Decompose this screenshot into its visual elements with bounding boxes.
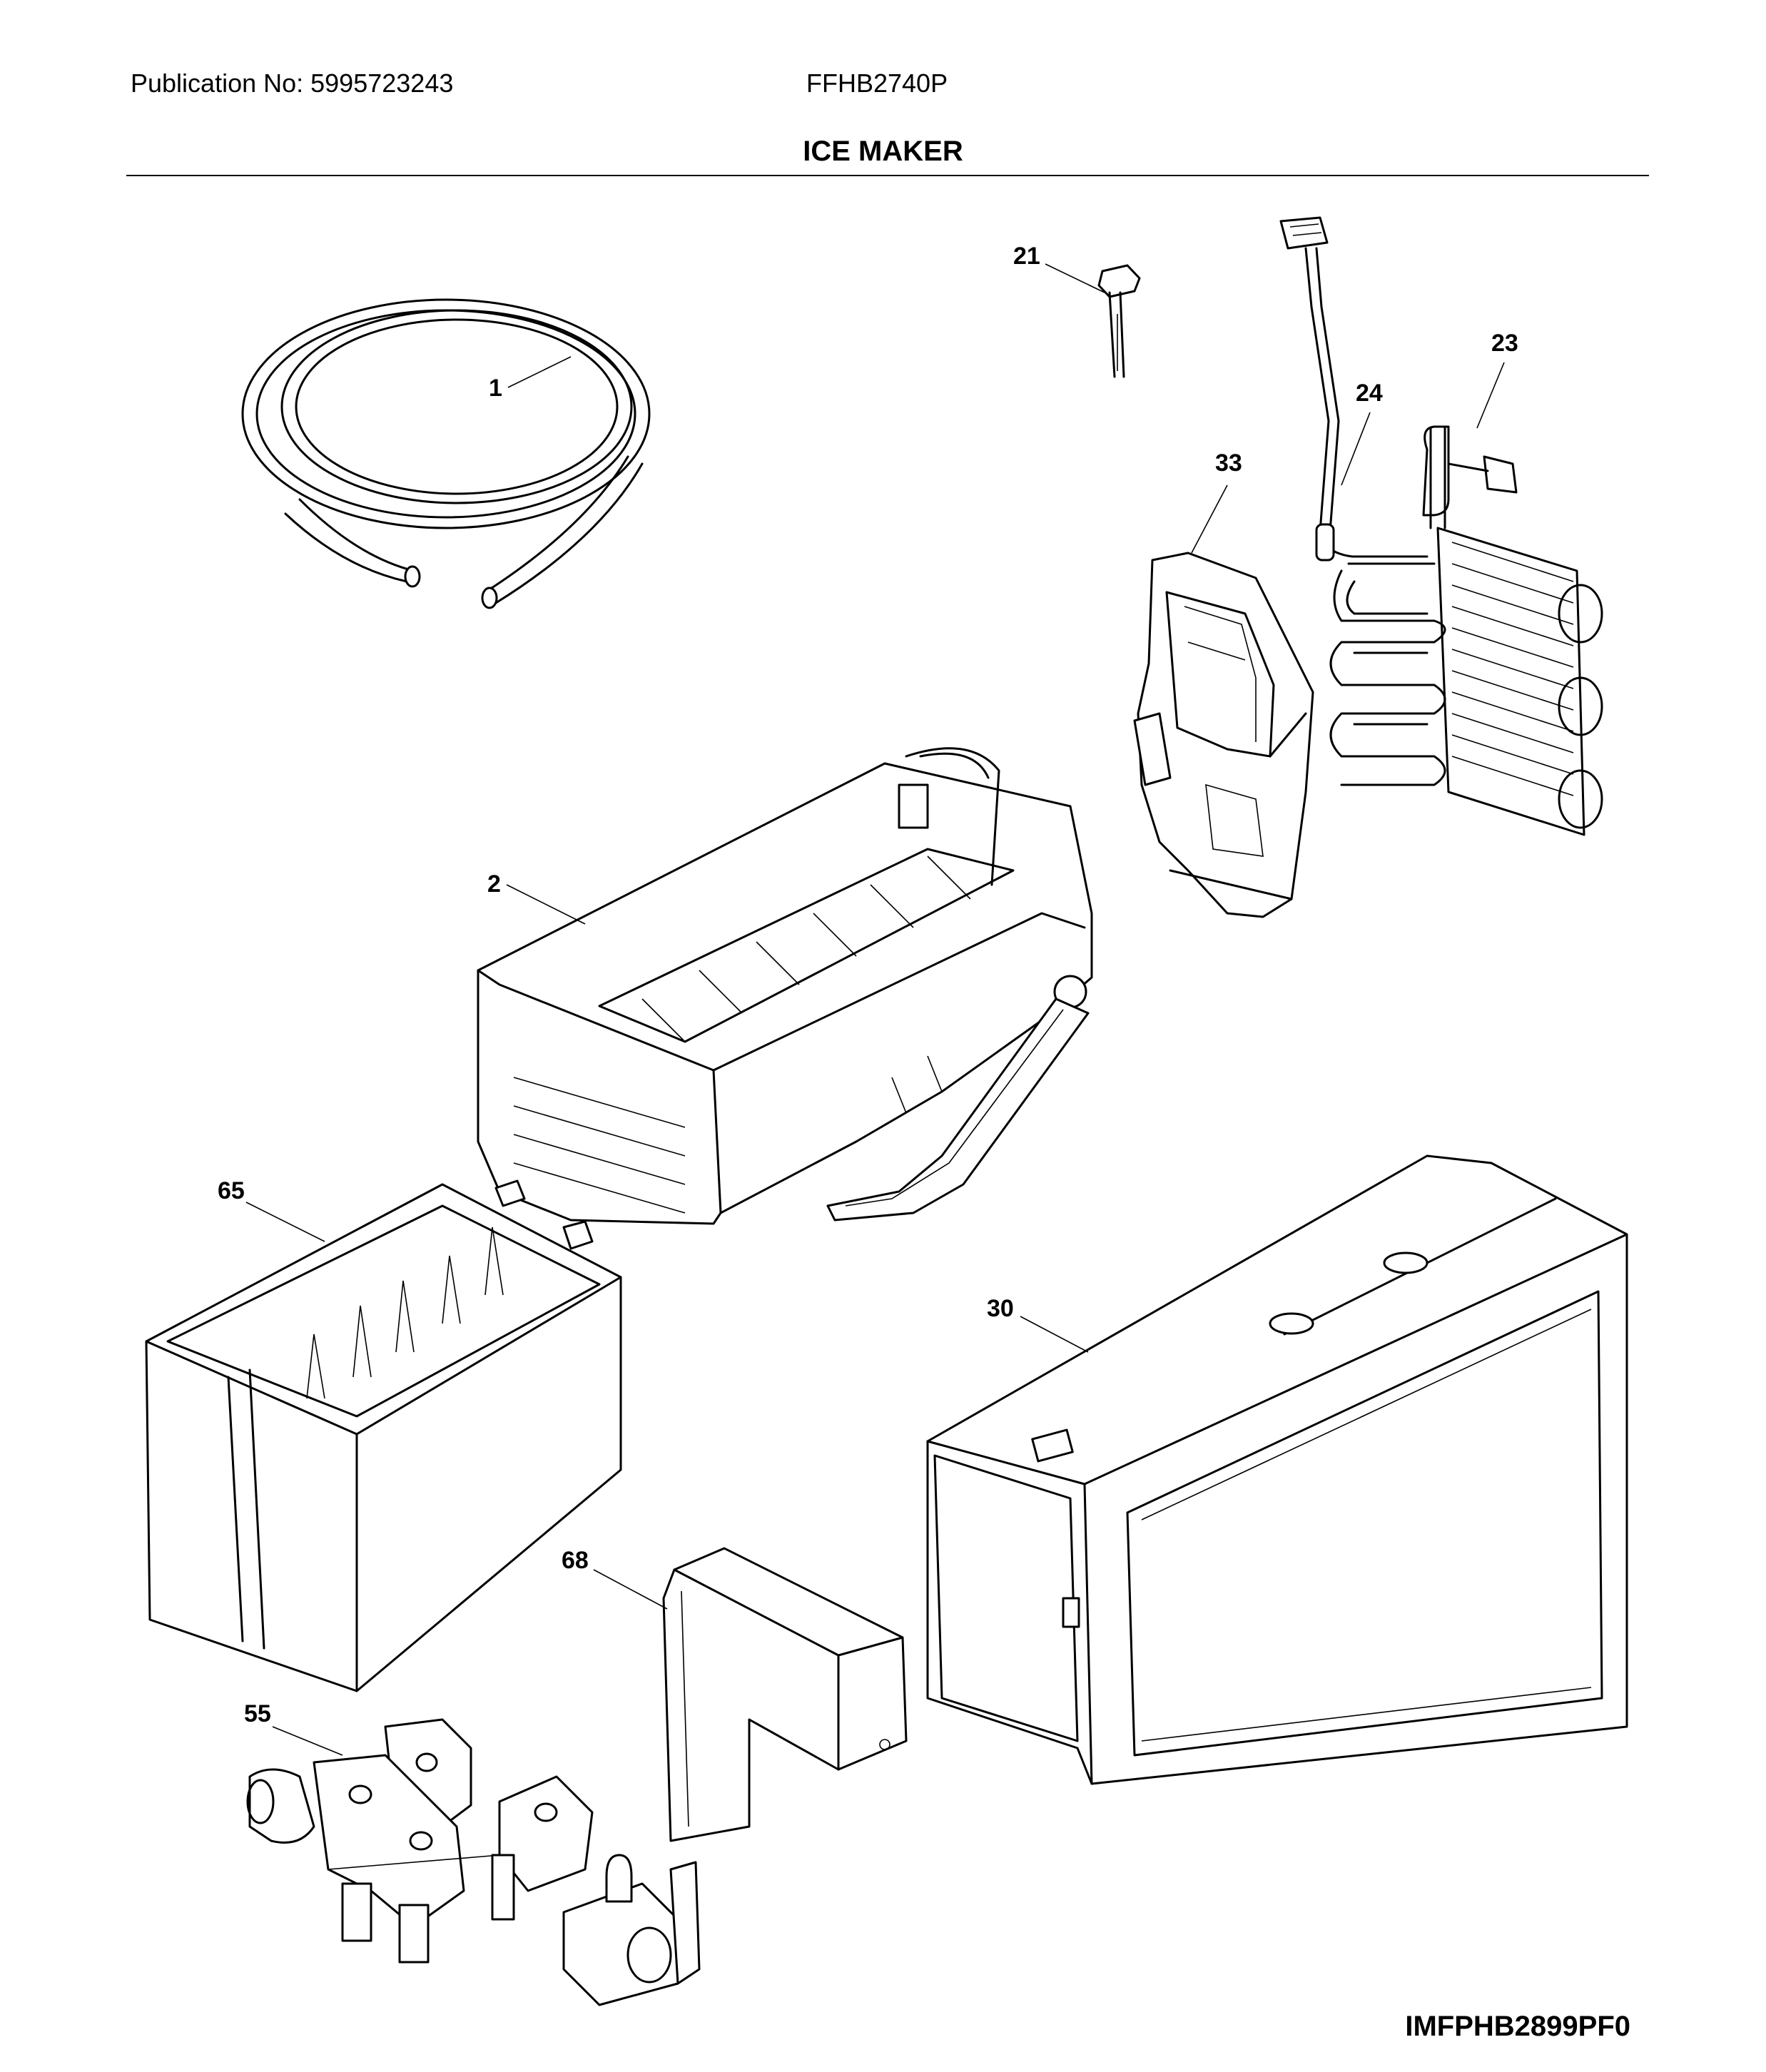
model-number: FFHB2740P — [806, 68, 948, 98]
publication-number: Publication No: 5995723243 — [131, 68, 454, 98]
part-33-bracket — [1133, 552, 1314, 918]
callout-21: 21 — [1013, 243, 1040, 270]
part-21-connector — [1097, 264, 1141, 378]
part-30-cover-housing — [926, 1154, 1628, 1785]
part-2-ice-maker-body — [477, 747, 1093, 1225]
callout-24: 24 — [1356, 380, 1383, 407]
part-68-cover — [662, 1547, 908, 1842]
page-title: ICE MAKER — [803, 136, 963, 167]
callout-labels: 1 2 21 23 24 30 33 55 65 68 — [218, 243, 1518, 1727]
part-1-water-tube — [241, 298, 651, 609]
part-55-water-valve — [246, 1718, 701, 2006]
callout-2: 2 — [487, 870, 501, 898]
part-24-wire-harness — [1279, 216, 1436, 565]
diagram-code: IMFPHB2899PF0 — [1405, 2011, 1630, 2042]
header-divider — [126, 175, 1649, 176]
part-23-heater-assembly — [1329, 425, 1603, 836]
callout-68: 68 — [562, 1547, 589, 1574]
callout-33: 33 — [1215, 450, 1242, 477]
callout-23: 23 — [1491, 330, 1518, 357]
callout-leaders — [245, 263, 1505, 1756]
callout-30: 30 — [987, 1295, 1014, 1322]
part-65-ice-tray — [145, 1179, 622, 1692]
callout-55: 55 — [244, 1700, 271, 1727]
callout-1: 1 — [489, 375, 502, 402]
callout-65: 65 — [218, 1177, 245, 1204]
